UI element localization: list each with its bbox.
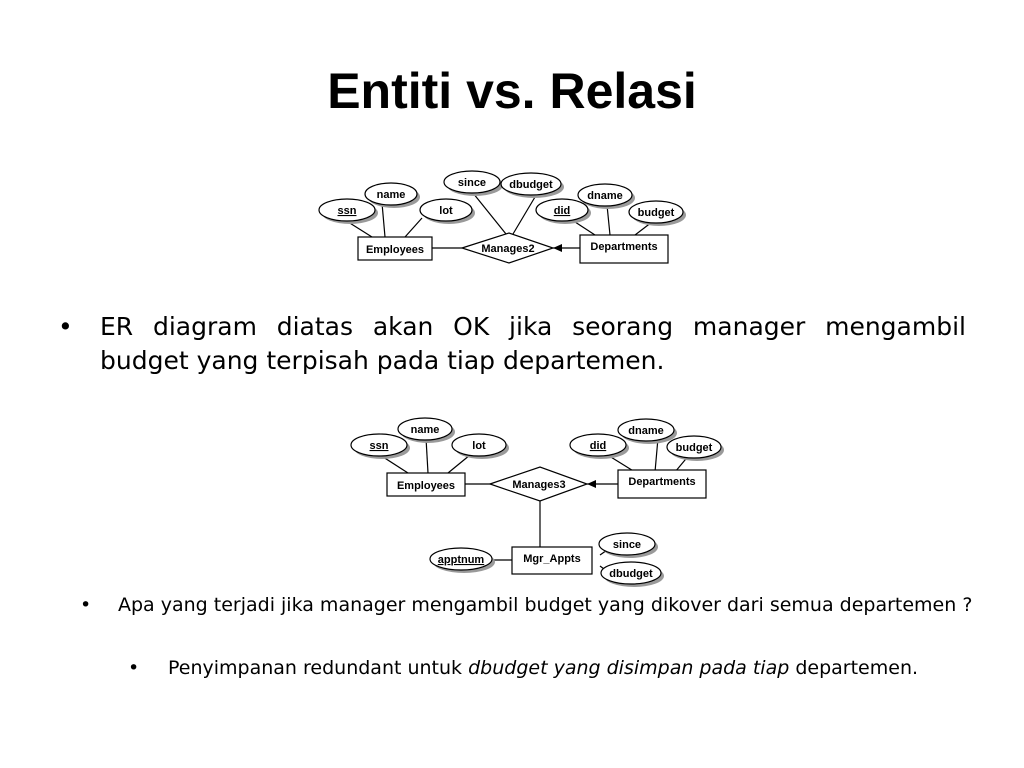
bullet-sub2-plain: Penyimpanan redundant untuk: [168, 657, 469, 679]
svg-text:did: did: [554, 205, 571, 217]
attribute-dbudget: dbudget: [500, 172, 564, 198]
attribute-since: since: [598, 532, 658, 558]
svg-text:dbudget: dbudget: [509, 179, 553, 191]
svg-text:dname: dname: [587, 190, 622, 202]
bullet-sub2-italic: dbudget yang disimpan pada tiap: [468, 657, 790, 679]
svg-text:apptnum: apptnum: [438, 554, 485, 566]
svg-text:name: name: [411, 424, 440, 436]
bullet-sub2-text: Penyimpanan redundant untuk dbudget yang…: [168, 655, 980, 682]
relationship-manages2: Manages2: [460, 232, 555, 264]
svg-text:dbudget: dbudget: [609, 568, 653, 580]
bullet-dot: •: [80, 594, 92, 616]
er-diagram-manages2: ssn name lot since dbudget did dname bu: [318, 170, 686, 264]
bullet-sub2-tail: departemen.: [789, 657, 919, 679]
attribute-lot: lot: [451, 433, 509, 459]
svg-text:did: did: [590, 440, 607, 452]
svg-text:ssn: ssn: [370, 440, 389, 452]
svg-text:lot: lot: [472, 440, 486, 452]
attribute-budget: budget: [666, 435, 724, 461]
svg-text:Employees: Employees: [366, 244, 424, 256]
entity-employees: Employees: [357, 236, 433, 261]
relationship-manages3: Manages3: [488, 466, 589, 502]
attribute-did: did: [535, 198, 591, 224]
attribute-did: did: [569, 433, 629, 459]
svg-text:Manages3: Manages3: [512, 479, 565, 491]
attribute-since: since: [443, 170, 503, 196]
svg-text:since: since: [613, 539, 641, 551]
svg-text:Departments: Departments: [590, 241, 657, 253]
svg-text:dname: dname: [628, 425, 663, 437]
bullet-main-text: ER diagram diatas akan OK jika seorang m…: [100, 312, 966, 375]
attribute-dbudget: dbudget: [600, 561, 664, 587]
svg-text:since: since: [458, 177, 486, 189]
attribute-lot: lot: [419, 198, 475, 224]
bullet-sub1: • Apa yang terjadi jika manager mengambi…: [80, 592, 980, 619]
bullet-dot: •: [128, 657, 140, 679]
entity-departments: Departments: [579, 234, 669, 264]
attribute-apptnum: apptnum: [429, 547, 495, 573]
svg-text:name: name: [377, 189, 406, 201]
svg-text:budget: budget: [638, 207, 675, 219]
attribute-dname: dname: [617, 418, 677, 444]
bullet-sub1-text: Apa yang terjadi jika manager mengambil …: [118, 594, 973, 616]
attribute-dname: dname: [577, 183, 635, 209]
er-diagram-manages3: ssn name lot did dname budget Employees …: [350, 417, 724, 587]
arrow-head: [553, 244, 562, 252]
entity-departments: Departments: [617, 469, 707, 499]
svg-text:lot: lot: [439, 205, 453, 217]
entity-employees: Employees: [386, 472, 466, 497]
attribute-budget: budget: [628, 200, 686, 226]
attribute-name: name: [364, 182, 420, 208]
svg-text:budget: budget: [676, 442, 713, 454]
slide-title: Entiti vs. Relasi: [327, 63, 697, 119]
entity-mgr-appts: Mgr_Appts: [511, 546, 593, 575]
svg-text:Departments: Departments: [628, 476, 695, 488]
bullet-dot: •: [58, 312, 73, 341]
attribute-name: name: [397, 417, 455, 443]
svg-text:Manages2: Manages2: [481, 243, 534, 255]
arrow-head: [587, 480, 596, 488]
svg-text:Mgr_Appts: Mgr_Appts: [523, 553, 580, 565]
svg-text:Employees: Employees: [397, 480, 455, 492]
bullet-sub2: • Penyimpanan redundant untuk dbudget ya…: [128, 655, 980, 682]
bullet-main: • ER diagram diatas akan OK jika seorang…: [58, 310, 966, 378]
svg-text:ssn: ssn: [338, 205, 357, 217]
attribute-ssn: ssn: [350, 433, 410, 459]
attribute-ssn: ssn: [318, 198, 378, 224]
